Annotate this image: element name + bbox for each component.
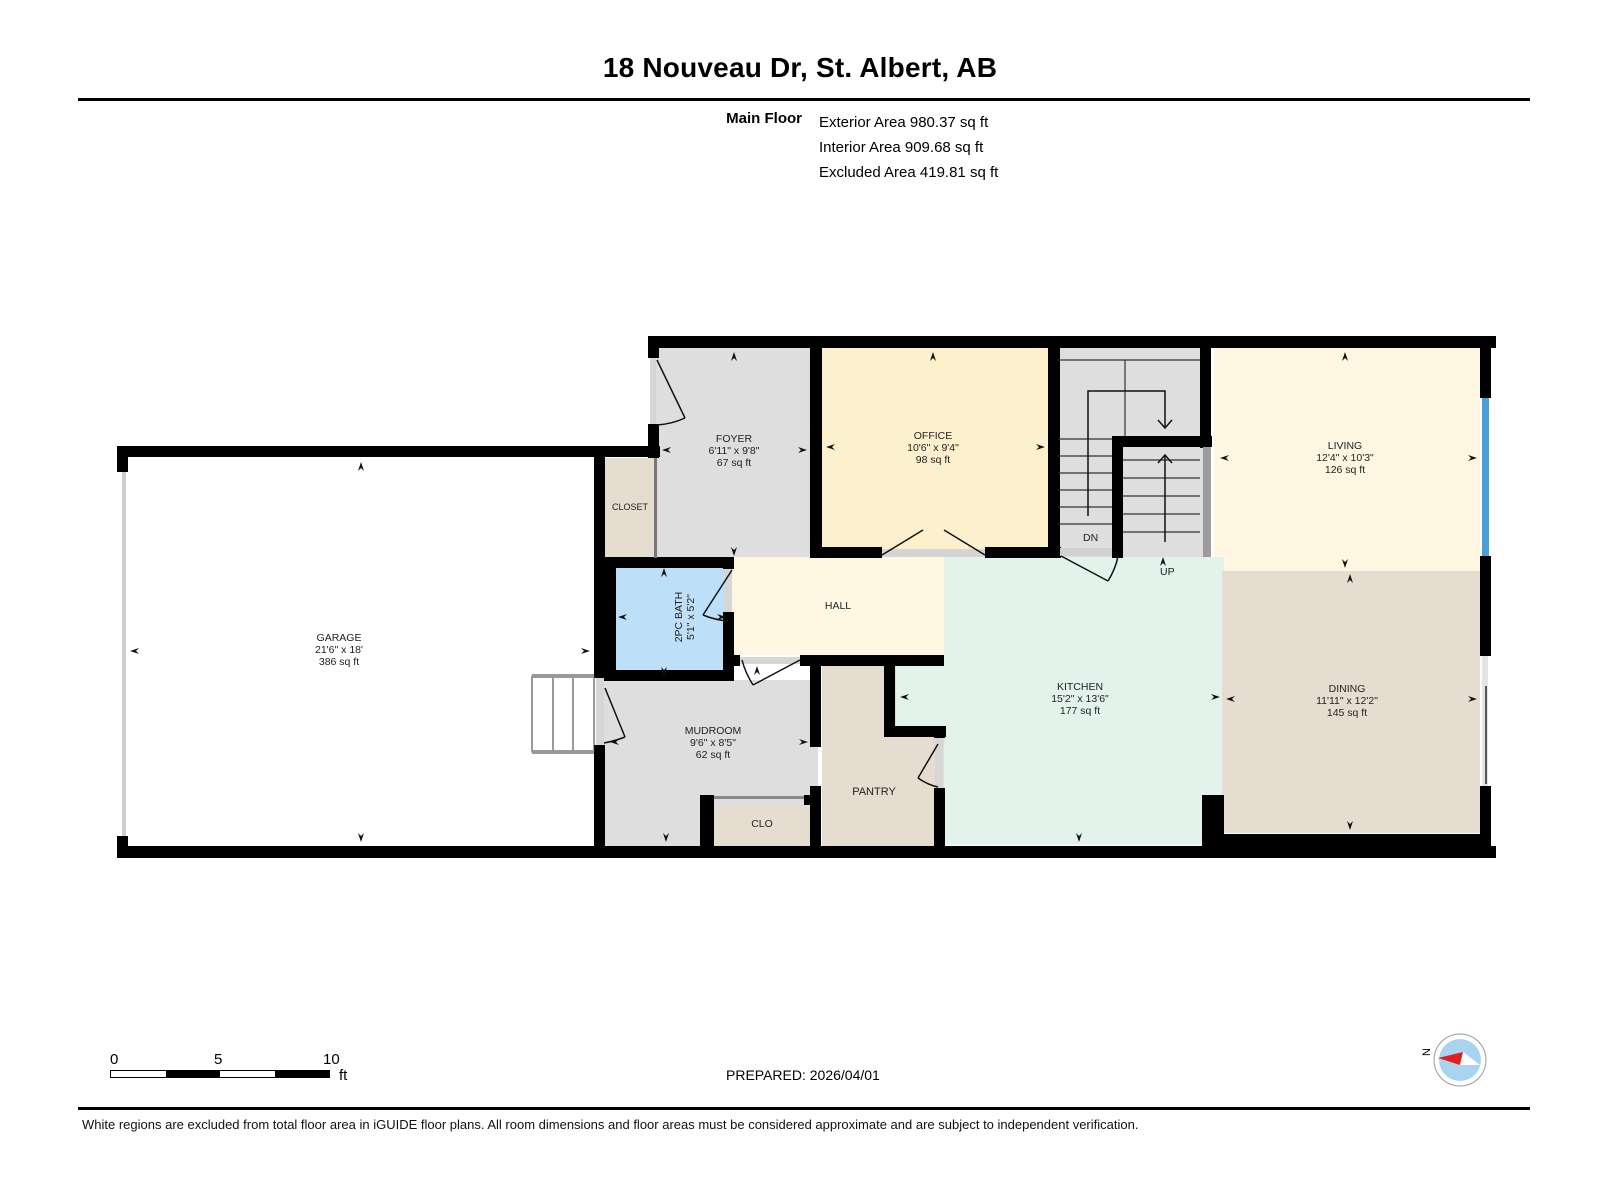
room-kitchen[interactable] (944, 557, 1224, 845)
label-clo: CLO (751, 818, 773, 830)
label-mudroom: MUDROOM 9'6" x 8'5" 62 sq ft (684, 725, 742, 761)
exterior-area: Exterior Area 980.37 sq ft (819, 114, 989, 131)
room-clo[interactable] (710, 805, 814, 848)
label-living: LIVING 12'4" x 10'3" 126 sq ft (1316, 440, 1374, 476)
room-dining[interactable] (1222, 571, 1480, 833)
scale-tick-10: 10 (323, 1051, 340, 1068)
prepared-date: PREPARED: 2026/04/01 (726, 1067, 880, 1083)
label-garage: GARAGE 21'6" x 18' 386 sq ft (314, 632, 364, 668)
living-window (1482, 398, 1489, 556)
walls (117, 336, 1496, 858)
door-swings (603, 359, 1119, 788)
footer-divider (78, 1107, 1530, 1110)
label-kitchen: KITCHEN 15'2" x 13'6" 177 sq ft (1051, 681, 1109, 717)
label-stairs-down: DN (1083, 532, 1099, 544)
room-stairs[interactable] (1058, 347, 1210, 557)
excluded-area: Excluded Area 419.81 sq ft (819, 164, 999, 181)
room-office[interactable] (820, 347, 1050, 557)
stair-rail (1203, 447, 1211, 557)
label-closet: CLOSET (611, 502, 648, 512)
svg-text:N: N (1421, 1048, 1433, 1056)
label-bath: 2PC BATH 5'1" x 5'2" (673, 591, 697, 643)
disclaimer-text: White regions are excluded from total fl… (82, 1117, 1139, 1132)
staircase (1058, 359, 1200, 542)
scale-unit: ft (339, 1067, 348, 1084)
interior-area: Interior Area 909.68 sq ft (819, 139, 984, 156)
room-foyer[interactable] (656, 347, 810, 559)
label-foyer: FOYER 6'11" x 9'8" 67 sq ft (708, 433, 760, 469)
area-summary: Exterior Area 980.37 sq ft Interior Area… (819, 110, 998, 185)
floor-label: Main Floor (726, 110, 802, 127)
scale-tick-0: 0 (110, 1051, 119, 1068)
room-closet[interactable] (604, 458, 656, 558)
header-divider (78, 98, 1530, 101)
label-stairs-up: UP (1160, 566, 1175, 578)
north-compass-icon: N (1421, 1033, 1487, 1087)
room-living[interactable] (1214, 347, 1480, 571)
dimension-markers (130, 352, 1477, 842)
garage-door (122, 472, 126, 836)
room-hall[interactable] (732, 557, 944, 655)
garage-steps (531, 674, 595, 754)
scale-tick-5: 5 (214, 1051, 223, 1068)
label-hall: HALL (824, 600, 852, 612)
label-dining: DINING 11'11" x 12'2" 145 sq ft (1316, 683, 1378, 719)
property-address-title: 18 Nouveau Dr, St. Albert, AB (602, 52, 998, 83)
label-office: OFFICE 10'6" x 9'4" 98 sq ft (907, 430, 959, 466)
label-pantry: PANTRY (852, 786, 896, 798)
room-bath[interactable] (614, 568, 730, 678)
room-garage[interactable] (124, 455, 594, 848)
